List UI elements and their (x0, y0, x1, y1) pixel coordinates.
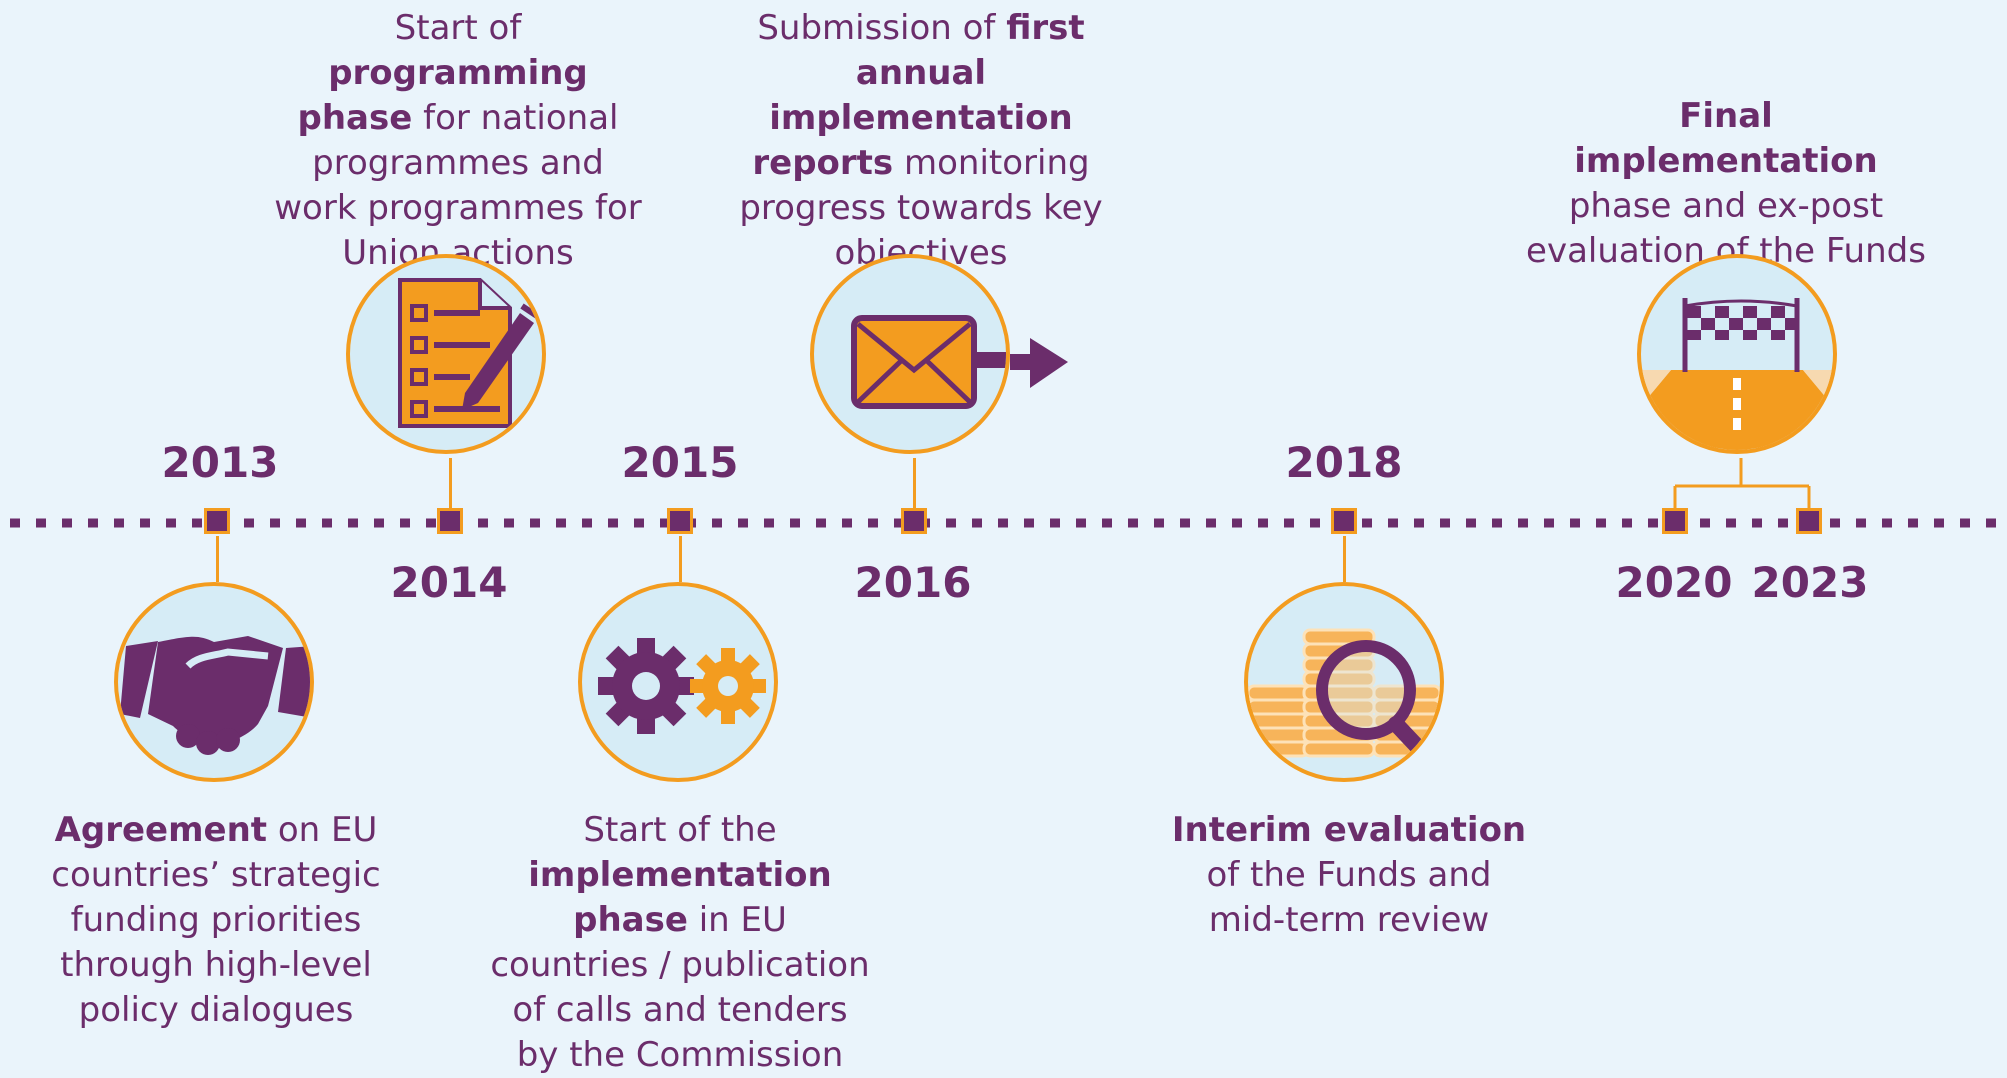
marker-2015[interactable] (667, 508, 693, 534)
desc-2018: Interim evaluation of the Funds and mid-… (1171, 810, 1527, 940)
circle-2015 (578, 582, 778, 782)
timeline-line (10, 518, 2000, 528)
marker-2013[interactable] (204, 508, 230, 534)
circle-2016 (810, 254, 1010, 454)
marker-2020[interactable] (1662, 508, 1688, 534)
coins-magnifier-icon (1248, 628, 1440, 766)
checklist-icon (398, 278, 542, 428)
gears-icon (598, 638, 766, 734)
stem-2013 (216, 536, 219, 582)
marker-2018[interactable] (1331, 508, 1357, 534)
marker-2016[interactable] (901, 508, 927, 534)
year-2020: 2020 (1615, 558, 1733, 607)
circle-2014 (346, 254, 546, 454)
stem-2018 (1343, 536, 1346, 582)
marker-2014[interactable] (437, 508, 463, 534)
handshake-icon (120, 636, 310, 755)
connector-2020-2023 (1673, 458, 1811, 510)
finish-line-icon (1641, 298, 1833, 450)
marker-2023[interactable] (1796, 508, 1822, 534)
desc-2014: Start of programming phase for national … (274, 8, 642, 273)
circle-2020 (1637, 254, 1837, 454)
envelope-icon (851, 315, 1006, 409)
desc-2015: Start of the implementation phase in EU … (490, 810, 870, 1075)
arrow-icon (1010, 338, 1068, 388)
circle-2013 (114, 582, 314, 782)
year-2014: 2014 (390, 558, 508, 607)
desc-2020: Final implementation phase and ex-post e… (1526, 96, 1926, 271)
circle-2018 (1244, 582, 1444, 782)
stem-2014 (449, 458, 452, 510)
year-2015: 2015 (621, 438, 739, 487)
year-2013: 2013 (161, 438, 279, 487)
year-2016: 2016 (854, 558, 972, 607)
desc-2016: Submission of first annual implementatio… (739, 8, 1103, 273)
year-2018: 2018 (1285, 438, 1403, 487)
stem-2016 (913, 458, 916, 510)
desc-2013: Agreement on EU countries’ strategic fun… (51, 810, 381, 1030)
year-2023: 2023 (1751, 558, 1869, 607)
stem-2015 (679, 536, 682, 582)
